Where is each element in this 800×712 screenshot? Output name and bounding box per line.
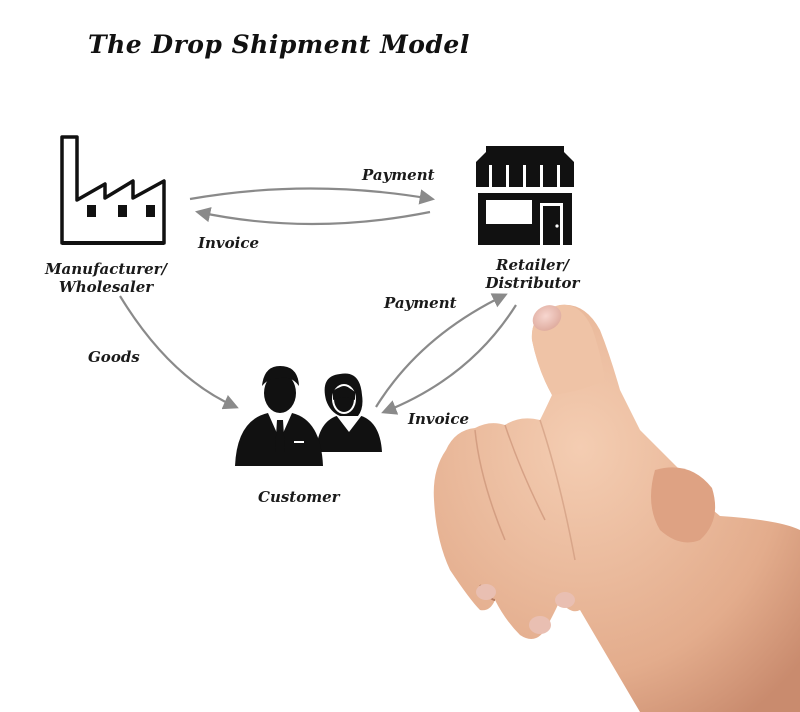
invoice-top-label: Invoice (198, 234, 260, 252)
retailer-label-line2: Distributor (485, 274, 580, 292)
retailer-label: Retailer/ Distributor (470, 256, 595, 292)
arrow-goods (119, 295, 239, 410)
retailer-label-line1: Retailer/ (496, 256, 569, 274)
arrow-payment-right (375, 293, 508, 408)
arrow-invoice-right (381, 304, 517, 415)
arrow-invoice-top (194, 207, 431, 226)
payment-right-label: Payment (384, 294, 457, 312)
invoice-right-label: Invoice (408, 410, 470, 428)
manufacturer-label-line1: Manufacturer/ (44, 260, 168, 278)
people-icon (235, 366, 382, 466)
pointing-hand-image (433, 304, 800, 712)
customer-label: Customer (258, 488, 340, 506)
goods-label: Goods (88, 348, 140, 366)
page-title: The Drop Shipment Model (88, 30, 470, 59)
payment-top-label: Payment (362, 166, 435, 184)
arrow-payment-top (189, 187, 436, 205)
arrows (119, 187, 517, 415)
manufacturer-label-line2: Wholesaler (58, 278, 154, 296)
storefront-icon (476, 146, 574, 245)
factory-icon (60, 135, 166, 245)
manufacturer-label: Manufacturer/ Wholesaler (30, 260, 182, 296)
